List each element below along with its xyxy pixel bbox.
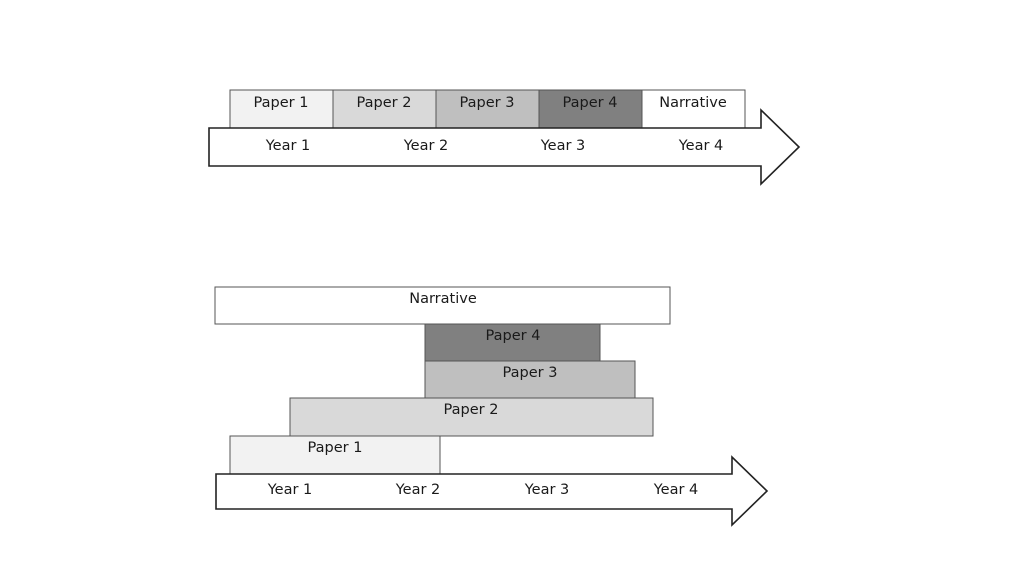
bottom-year-2: Year 2 [395,482,441,498]
top-box-label-paper-2: Paper 2 [357,95,412,111]
bottom-year-1: Year 1 [267,482,313,498]
bottom-bar-paper-4 [424,323,601,362]
bottom-bars: Narrative Paper 4 Paper 3 Paper 2 Paper … [214,286,671,475]
top-timeline: Paper 1 Paper 2 Paper 3 Paper 4 Narrativ… [208,89,801,186]
bottom-bar-narrative [214,286,671,325]
bottom-bar-label-paper-1: Paper 1 [308,440,363,456]
top-year-3: Year 3 [540,138,586,154]
bottom-bar-label-paper-2: Paper 2 [444,402,499,418]
top-year-4: Year 4 [678,138,724,154]
top-box-paper-1 [229,89,334,129]
top-timeline-arrow [208,108,801,186]
bottom-year-4: Year 4 [653,482,699,498]
top-year-2: Year 2 [403,138,449,154]
bottom-bar-label-paper-3: Paper 3 [503,365,558,381]
bottom-bar-label-narrative: Narrative [409,291,477,307]
top-paper-boxes: Paper 1 Paper 2 Paper 3 Paper 4 Narrativ… [229,89,746,129]
bottom-timeline: Narrative Paper 4 Paper 3 Paper 2 Paper … [214,286,769,527]
top-box-label-paper-1: Paper 1 [254,95,309,111]
top-box-label-paper-3: Paper 3 [460,95,515,111]
bottom-year-3: Year 3 [524,482,570,498]
top-year-1: Year 1 [265,138,311,154]
bottom-bar-paper-2 [289,397,654,437]
top-box-label-paper-4: Paper 4 [563,95,618,111]
bottom-bar-paper-3 [424,360,636,399]
bottom-bar-label-paper-4: Paper 4 [486,328,541,344]
top-box-paper-3 [435,89,540,129]
bottom-timeline-arrow [215,455,769,527]
top-box-label-narrative: Narrative [659,95,727,111]
top-box-paper-2 [332,89,437,129]
